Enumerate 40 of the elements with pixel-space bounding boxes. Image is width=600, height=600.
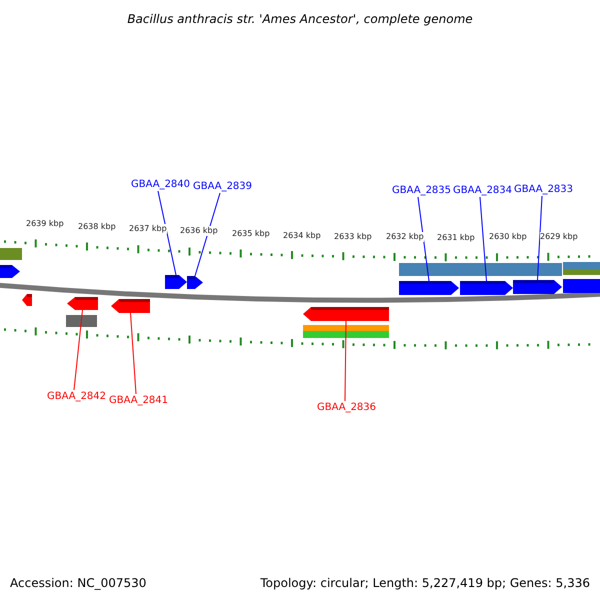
- scale-label: 2635 kbp: [232, 229, 270, 239]
- gene-bar: [303, 307, 389, 321]
- scale-label: 2631 kbp: [437, 233, 475, 243]
- title: Bacillus anthracis str. 'Ames Ancestor', complete genome: [126, 11, 474, 28]
- scale-label: 2629 kbp: [540, 232, 578, 242]
- accession-text: Accession: NC_007530: [10, 575, 146, 592]
- gene-bar: [0, 265, 20, 278]
- leader-line: [537, 196, 542, 280]
- leader-line: [344, 320, 346, 402]
- gene-label: GBAA_2835: [392, 184, 452, 197]
- gene-bar: [111, 299, 150, 313]
- gene-bar: [187, 276, 203, 289]
- scale-label: 2637 kbp: [129, 224, 167, 234]
- scale-label: 2630 kbp: [489, 232, 527, 242]
- leader-line: [158, 190, 176, 276]
- gene-bar: [67, 297, 98, 310]
- leader-line: [74, 310, 83, 390]
- gene-label: GBAA_2834: [453, 184, 512, 197]
- gene-label: GBAA_2839: [193, 180, 252, 193]
- gene-bar: [460, 281, 513, 295]
- scale-label: 2639 kbp: [26, 219, 64, 229]
- gene-label: GBAA_2841: [109, 394, 168, 407]
- scale-label: 2638 kbp: [78, 222, 116, 232]
- gene-bar: [399, 281, 459, 295]
- scale-label: 2633 kbp: [334, 232, 372, 242]
- gene-label: GBAA_2840: [131, 178, 190, 191]
- leader-line: [194, 192, 220, 276]
- leader-line: [418, 196, 430, 282]
- gene-bar: [165, 275, 187, 289]
- genome-stats-text: Topology: circular; Length: 5,227,419 bp; Genes: 5,336: [260, 575, 590, 592]
- scale-label: 2636 kbp: [180, 226, 218, 236]
- leader-line: [130, 312, 136, 394]
- gene-bar: [513, 280, 562, 294]
- scale-label: 2632 kbp: [386, 232, 424, 242]
- gene-label: GBAA_2842: [47, 390, 106, 403]
- gene-label: GBAA_2836: [317, 401, 376, 414]
- leader-line: [480, 196, 487, 282]
- gene-bar: [22, 294, 32, 306]
- gene-label: GBAA_2833: [514, 183, 574, 196]
- scale-label: 2634 kbp: [283, 231, 321, 241]
